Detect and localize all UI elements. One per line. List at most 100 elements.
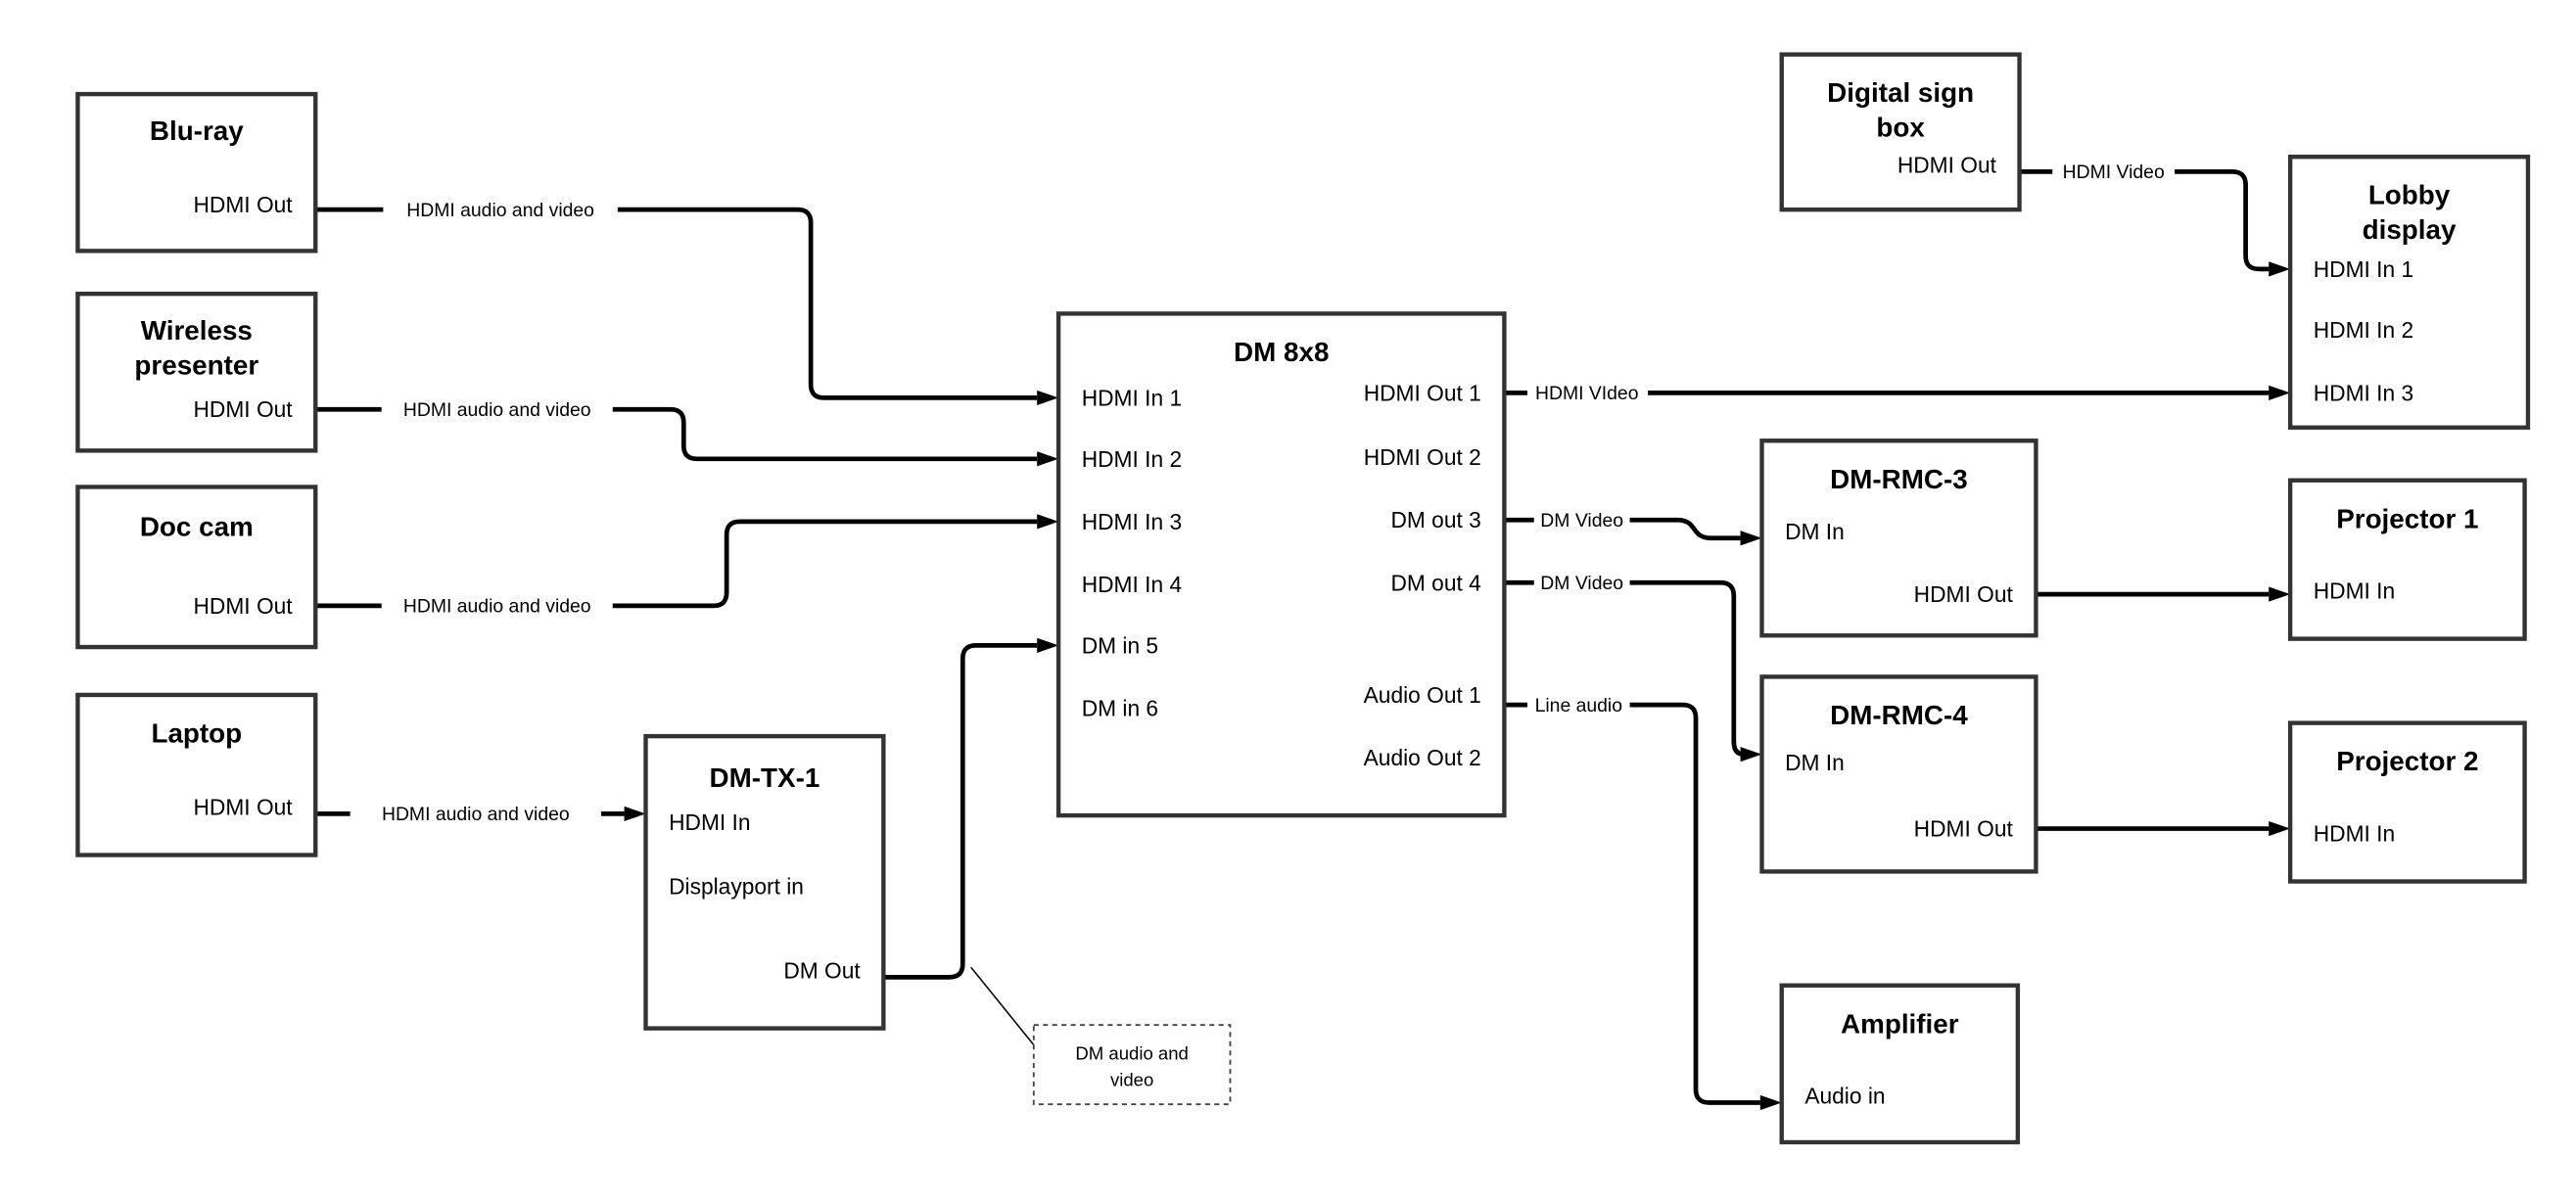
node-title: DM-RMC-3 (1830, 464, 1968, 494)
edge-laptop-to-dm-tx-1: HDMI audio and video (315, 804, 646, 825)
edge-label: HDMI audio and video (403, 399, 591, 421)
arrowhead-icon (1037, 514, 1059, 530)
port-blu-ray-hdmi-out: HDMI Out (193, 192, 293, 217)
port-dm-8x8-audio-out-1: Audio Out 1 (1364, 682, 1481, 708)
port-lobby-display-hdmi-in-1: HDMI In 1 (2314, 256, 2413, 282)
edge-label: DM Video (1540, 510, 1623, 531)
edge-label: HDMI VIdeo (1535, 383, 1639, 404)
edge-label: Line audio (1535, 695, 1622, 716)
port-wireless-presenter-hdmi-out: HDMI Out (193, 396, 293, 422)
port-dm-tx-1-hdmi-in: HDMI In (669, 809, 750, 835)
node-box-projector-1 (2287, 478, 2527, 641)
node-title: Blu-ray (150, 115, 244, 146)
node-dm-rmc-3: DM-RMC-3 DM In HDMI Out (1759, 439, 2038, 638)
node-box-digital-sign-box (1779, 52, 2022, 212)
edge-label: HDMI audio and video (403, 596, 591, 618)
edge-dm-rmc-3-to-projector-1 (2036, 586, 2291, 602)
node-title: Amplifier (1841, 1008, 1959, 1039)
node-box-doc-cam (75, 485, 318, 650)
edge-path (617, 207, 1038, 400)
edge-label: HDMI audio and video (406, 200, 594, 221)
edge-path (612, 406, 1038, 462)
node-box-blu-ray (75, 91, 318, 254)
edge-wireless-to-dm8x8-in2: HDMI audio and video (315, 399, 1059, 467)
port-dm-8x8-hdmi-in-4: HDMI In 4 (1082, 572, 1182, 597)
edge-path (612, 519, 1038, 609)
note-text: video (1110, 1069, 1153, 1089)
port-dm-8x8-dm-out-3: DM out 3 (1390, 507, 1480, 532)
port-dm-8x8-dm-in-5: DM in 5 (1082, 632, 1158, 658)
port-dm-8x8-hdmi-out-2: HDMI Out 2 (1364, 444, 1481, 470)
arrowhead-icon (624, 806, 646, 821)
arrowhead-icon (1037, 390, 1059, 406)
port-dm-rmc-4-dm-in: DM In (1785, 750, 1845, 775)
edge-doc-cam-to-dm8x8-in3: HDMI audio and video (315, 514, 1059, 618)
edge-dm8x8-out3-to-dm-rmc-3: DM Video (1504, 510, 1762, 546)
arrowhead-icon (1740, 747, 1762, 762)
port-dm-8x8-audio-out-2: Audio Out 2 (1364, 745, 1481, 770)
node-box-dm-rmc-4 (1759, 674, 2038, 874)
edge-path (1629, 579, 1745, 758)
node-box-amplifier (1779, 983, 2021, 1145)
node-title: Digital sign (1827, 77, 1974, 108)
edge-dm8x8-out4-to-dm-rmc-4: DM Video (1504, 573, 1762, 762)
port-projector-1-hdmi-in: HDMI In (2314, 578, 2395, 604)
port-dm-rmc-3-hdmi-out: HDMI Out (1914, 581, 2014, 607)
edge-dm8x8-audio1-to-amplifier: Line audio (1504, 695, 1782, 1111)
node-box-wireless-presenter (75, 291, 318, 453)
port-dm-8x8-hdmi-in-3: HDMI In 3 (1082, 509, 1182, 534)
port-dm-8x8-dm-out-4: DM out 4 (1390, 570, 1480, 595)
port-dm-rmc-3-dm-in: DM In (1785, 519, 1845, 544)
note-text: DM audio and (1075, 1042, 1188, 1063)
port-dm-tx-1-displayport-in: Displayport in (669, 874, 804, 900)
node-title: Doc cam (140, 512, 254, 542)
arrowhead-icon (2269, 261, 2291, 277)
port-digital-sign-box-hdmi-out: HDMI Out (1897, 153, 1997, 178)
node-title: DM-RMC-4 (1830, 700, 1968, 730)
edge-digital-sign-to-lobby-in1: HDMI Video (2019, 162, 2291, 277)
port-dm-rmc-4-hdmi-out: HDMI Out (1914, 816, 2014, 842)
edge-path (2175, 169, 2270, 272)
node-title: DM-TX-1 (710, 762, 820, 793)
port-lobby-display-hdmi-in-2: HDMI In 2 (2314, 317, 2413, 343)
arrowhead-icon (2269, 820, 2291, 837)
edge-path (883, 643, 1038, 980)
port-amplifier-audio-in: Audio in (1804, 1084, 1885, 1109)
edge-path (1629, 702, 1760, 1105)
node-projector-2: Projector 2 HDMI In (2287, 720, 2527, 884)
node-box-projector-2 (2287, 720, 2527, 884)
arrowhead-icon (1759, 1094, 1782, 1111)
edge-blu-ray-to-dm8x8-in1: HDMI audio and video (315, 200, 1059, 406)
port-dm-8x8-hdmi-in-2: HDMI In 2 (1082, 446, 1182, 472)
node-title: DM 8x8 (1234, 337, 1329, 367)
edge-label: HDMI Video (2063, 162, 2165, 183)
arrowhead-icon (1037, 451, 1059, 467)
node-title: display (2363, 214, 2457, 245)
node-box-laptop (75, 692, 318, 857)
edge-dm8x8-out1-to-lobby-in3: HDMI VIdeo (1504, 383, 2291, 404)
arrowhead-icon (1037, 637, 1059, 653)
node-box-lobby-display (2287, 155, 2531, 430)
port-lobby-display-hdmi-in-3: HDMI In 3 (2314, 380, 2413, 405)
port-doc-cam-hdmi-out: HDMI Out (193, 593, 293, 619)
note-dm-audio-video-note: DM audio and video (1032, 1024, 1232, 1106)
node-title: Projector 2 (2336, 746, 2478, 776)
node-title: Lobby (2368, 180, 2451, 210)
node-dm-rmc-4: DM-RMC-4 DM In HDMI Out (1759, 674, 2038, 874)
node-title: presenter (134, 349, 258, 380)
edge-label: DM Video (1540, 573, 1623, 594)
port-dm-tx-1-dm-out: DM Out (783, 958, 861, 984)
port-dm-8x8-hdmi-out-1: HDMI Out 1 (1364, 380, 1481, 405)
edge-dm-tx-1-to-dm8x8-in5 (883, 637, 1059, 980)
port-projector-2-hdmi-in: HDMI In (2314, 821, 2395, 847)
note-callout-line (970, 966, 1035, 1045)
